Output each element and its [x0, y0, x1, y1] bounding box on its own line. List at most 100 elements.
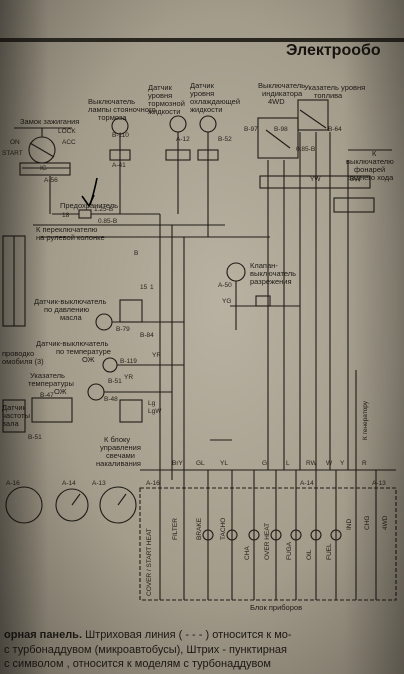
brake-fluid-sensor-l1: Датчик [148, 83, 172, 92]
b119-label: B-119 [120, 358, 137, 365]
ignition-lock-label: Замок зажигания [20, 117, 80, 126]
wire-yw-label: YW [310, 176, 321, 183]
steering-switch-l2: на рулевой колонке [36, 233, 105, 242]
a13-gauge-label: A-13 [92, 480, 106, 487]
cover-start-heat-label: COVER / START HEAT [146, 528, 153, 596]
wire-yr-label: YR [152, 352, 162, 359]
tacho-label: TACHO [220, 517, 227, 540]
wiring-l2: омобиля (3) [2, 357, 44, 366]
rear-lamps-l3: фонарей [354, 165, 386, 174]
wire-rw-label: RW [306, 460, 317, 467]
fuga-label: FUGA [286, 541, 293, 560]
brake-lamp-switch-l1: Выключатель [88, 97, 136, 106]
b84-label: B-84 [140, 332, 154, 339]
cluster-label: Блок приборов [250, 603, 303, 612]
num-15: 15 [140, 284, 148, 291]
vacuum-valve-l1: Клапан- [250, 261, 278, 270]
temp-gauge-l3: ОЖ [54, 387, 67, 396]
wire-lg-label: Lg [148, 400, 156, 407]
cha-label: CHA [244, 546, 251, 560]
filter-label: FILTER [172, 518, 179, 540]
steering-switch-l1: К переключателю [36, 225, 98, 234]
oil-label: OIL [306, 549, 313, 560]
coolant-sensor-l3: охлаждающей [190, 97, 241, 106]
fourwd-switch-l3: 4WD [268, 97, 285, 106]
brake-fluid-sensor-l3: тормозной [148, 99, 185, 108]
brake-label: BRAKE [196, 517, 203, 540]
b79-label: B-79 [116, 326, 130, 333]
caption-line-3: с символом , относится к моделям с турбо… [4, 658, 271, 670]
b52-label: B-52 [218, 136, 232, 143]
vacuum-valve-l3: разрежения [250, 277, 292, 286]
coolant-sensor-l4: жидкости [190, 105, 223, 114]
brake-lamp-switch-l2: лампы стояночного [88, 105, 156, 114]
handwritten-arrow-annotation [81, 177, 98, 208]
sensor-left-l2: частоты [2, 411, 31, 420]
lamp-switch-group [109, 115, 219, 237]
a13-cluster-label: A-13 [372, 480, 386, 487]
temp-switch-l1: Датчик-выключатель [36, 339, 109, 348]
wire-yg-label: YG [222, 298, 232, 305]
oil-pressure-l1: Датчик-выключатель [34, 297, 107, 306]
wire-r-label: R [362, 460, 367, 467]
glow-block-l3: свечами [106, 451, 135, 460]
ind-label: IND [346, 518, 353, 530]
fuse-label: Предохранитель [60, 201, 119, 210]
fourwd-switch-l2: индикатора [262, 89, 303, 98]
fuse-symbol [49, 176, 140, 219]
temp-switch-l2: по температуре [56, 347, 111, 356]
wire-085b: 0.85-B [98, 218, 118, 225]
a41-label: A-41 [112, 162, 126, 169]
ig-label: IG [40, 165, 47, 172]
b64-label: B-64 [328, 126, 342, 133]
temp-switch [87, 357, 184, 423]
header-rule [0, 38, 404, 42]
b51b-label: B-51 [28, 434, 42, 441]
brake-lamp-switch-l3: тормоза [98, 113, 127, 122]
sensor-left-l3: вала [2, 419, 19, 428]
fuel-label: FUEL [326, 543, 333, 560]
acc-label: ACC [62, 139, 76, 146]
num-1: 1 [150, 284, 154, 291]
vacuum-valve-l2: выключатель [250, 269, 297, 278]
temp-gauge-l1: Указатель [30, 371, 65, 380]
caption-bold: орная панель. [4, 629, 83, 641]
glow-block-l4: накаливания [96, 459, 141, 468]
vacuum-valve-symbol [226, 262, 300, 330]
coolant-sensor-l1: Датчик [190, 81, 214, 90]
b110-label: B-110 [112, 132, 129, 139]
gauge-icons [5, 486, 137, 524]
b98-label: B-98 [274, 126, 288, 133]
section-title: Электрообо [286, 42, 381, 59]
wiring-l1: проводко [2, 349, 35, 358]
ignition-lock-symbol [14, 127, 72, 176]
coolant-sensor-l2: уровня [190, 89, 215, 98]
left-connector-strip [2, 235, 73, 433]
wire-l-label: L [286, 460, 290, 467]
wire-bw-label: BW [350, 176, 361, 183]
lock-label: LOCK [58, 128, 76, 135]
rear-lamps-l1: К [372, 149, 377, 158]
a50-label: A-50 [218, 282, 232, 289]
wire-y-label: Y [340, 460, 345, 467]
rear-lamps-l2: выключателю [346, 157, 394, 166]
b51-label: B-51 [108, 378, 122, 385]
fourwd-switch-l1: Выключатель [258, 81, 306, 90]
brake-fluid-sensor-l2: уровня [148, 91, 173, 100]
wire-yg2-label: GL [196, 460, 205, 467]
caption-line-2: с турбонаддувом (микроавтобусы), Штрих -… [4, 643, 287, 656]
figure-caption: орная панель. Штриховая линия ( - - - ) … [4, 628, 402, 672]
b97-label: B-97 [244, 126, 258, 133]
start-label: START [2, 150, 23, 157]
a14-gauge-label: A-14 [62, 480, 76, 487]
temp-gauge-l2: температуры [28, 379, 74, 388]
wire-b-label: B [134, 250, 139, 257]
rear-lamps-l4: заднего хода [348, 173, 394, 182]
chg-label: CHG [364, 515, 371, 530]
wire-yr2-label: YR [124, 374, 134, 381]
caption-line-1-rest: Штриховая линия ( - - - ) относится к мо… [82, 629, 292, 641]
fourwd-label: 4WD [382, 515, 389, 530]
to-generator-label: К генератору [362, 400, 369, 440]
